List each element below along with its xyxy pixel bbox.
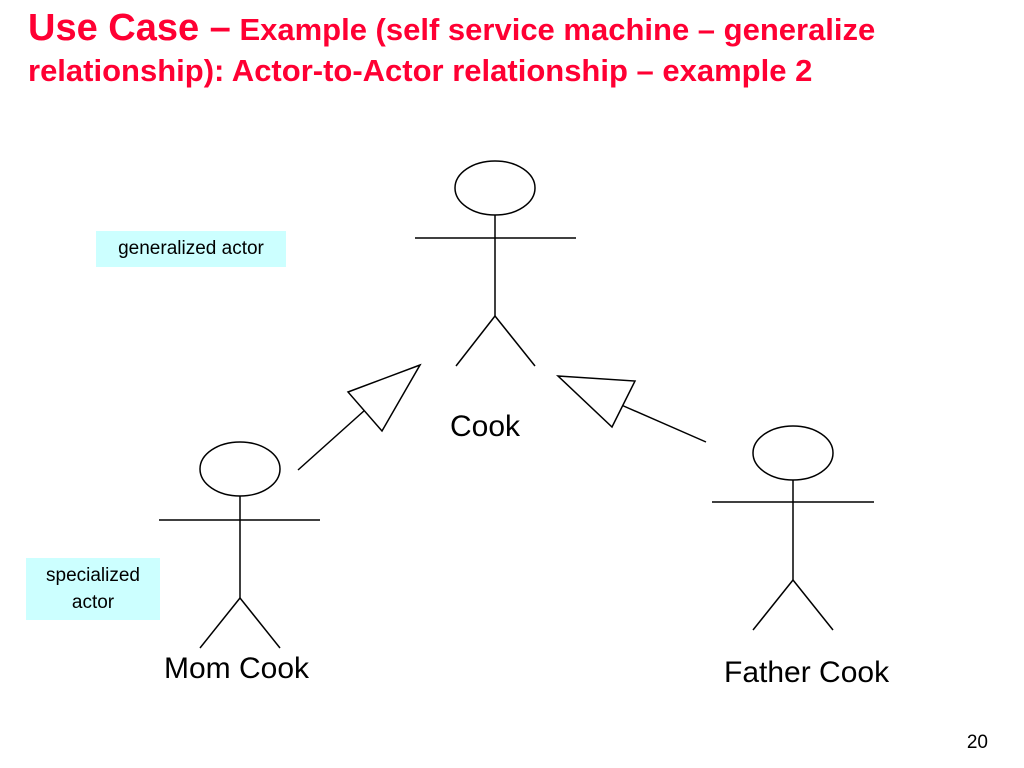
actor-mom-cook bbox=[159, 441, 320, 649]
title-lead: Use Case – bbox=[28, 7, 231, 49]
generalized-actor-note: generalized actor bbox=[96, 231, 286, 267]
page-number: 20 bbox=[966, 732, 988, 753]
father-generalization-arrowhead bbox=[555, 375, 637, 429]
mom-cook-head bbox=[199, 441, 281, 497]
father-generalization-line bbox=[618, 403, 707, 443]
father-cook-left-leg bbox=[752, 579, 794, 631]
specialized-actor-note: specialized actor bbox=[26, 558, 160, 620]
cook-right-leg bbox=[494, 315, 536, 367]
father-cook-head bbox=[752, 425, 834, 481]
mom-generalization-line bbox=[297, 409, 366, 471]
mom-generalization-arrowhead bbox=[346, 363, 422, 433]
actor-label-mom-cook: Mom Cook bbox=[164, 652, 310, 685]
mom-cook-right-leg bbox=[239, 597, 281, 649]
actor-father-cook bbox=[712, 425, 874, 631]
actor-label-father-cook: Father Cook bbox=[724, 656, 890, 689]
father-cook-right-leg bbox=[792, 579, 834, 631]
actor-cook bbox=[415, 160, 576, 367]
mom-cook-left-leg bbox=[199, 597, 241, 649]
actor-label-cook: Cook bbox=[450, 410, 521, 443]
generalization-father-to-cook bbox=[555, 375, 707, 443]
generalization-mom-to-cook bbox=[297, 363, 422, 471]
title-rest: Example (self service machine – generali… bbox=[28, 12, 876, 88]
cook-left-leg bbox=[455, 315, 496, 367]
cook-head bbox=[454, 160, 536, 216]
slide-title: Use Case – Example (self service machine… bbox=[28, 8, 988, 91]
